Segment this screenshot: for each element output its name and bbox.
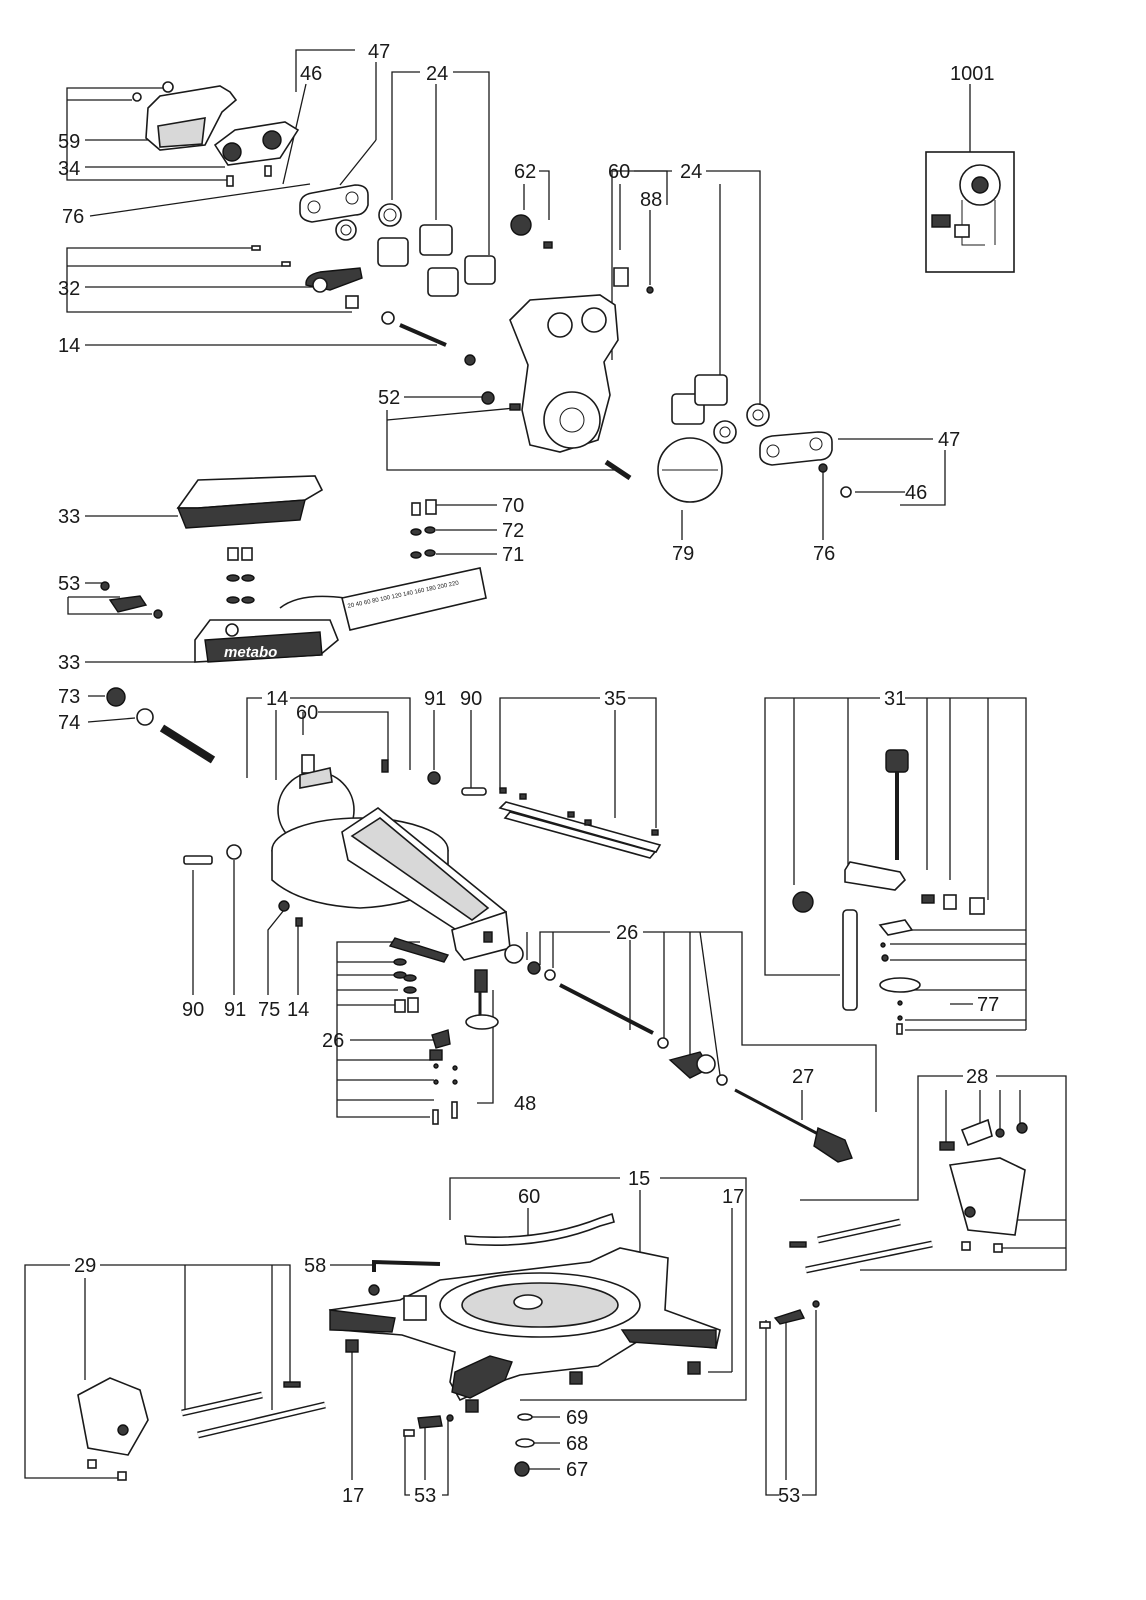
parts: metabo 20 40 60 80 100 120 140 160 180 2… (77, 81, 1028, 1481)
callout-34: 34 (58, 158, 80, 180)
small-bracket-part (613, 267, 654, 294)
callout-31: 31 (884, 688, 906, 710)
callout-75: 75 (258, 999, 280, 1021)
leader-lines (24, 49, 1067, 1496)
shaft-part (381, 311, 476, 366)
callout-90-bottom: 90 (182, 999, 204, 1021)
callout-28: 28 (966, 1066, 988, 1088)
callout-76-right: 76 (813, 543, 835, 565)
callout-52: 52 (378, 387, 400, 409)
callout-26-right: 26 (616, 922, 638, 944)
callout-46-top: 46 (300, 63, 322, 85)
link-plate-right-part (759, 431, 852, 498)
callout-47-top: 47 (368, 41, 390, 63)
stand-left-part (77, 1377, 326, 1481)
callout-62: 62 (514, 161, 536, 183)
callout-48: 48 (514, 1093, 536, 1115)
feet-part (345, 1339, 701, 1477)
callout-76-top: 76 (62, 206, 84, 228)
stop-foot-part (465, 969, 499, 1030)
callout-29: 29 (74, 1255, 96, 1277)
callout-26-left: 26 (322, 1030, 344, 1052)
callout-71: 71 (502, 544, 524, 566)
lever-part (251, 245, 363, 309)
callout-69: 69 (566, 1407, 588, 1429)
rod-assembly-part (504, 944, 728, 1086)
callout-24-top: 24 (426, 63, 448, 85)
fence-top-part (176, 475, 324, 529)
base-part (328, 1247, 721, 1402)
callout-58: 58 (304, 1255, 326, 1277)
clamp-bottom-part (403, 1300, 820, 1437)
callout-14-bottom: 14 (287, 999, 309, 1021)
handle-rod-part (734, 1088, 853, 1163)
lock-assembly-part (792, 749, 985, 1035)
callout-24-right: 24 (680, 161, 702, 183)
callout-67: 67 (566, 1459, 588, 1481)
fastener-set-part (388, 937, 458, 1125)
callout-labels: 47 46 24 59 34 76 32 14 62 60 88 24 52 4… (58, 41, 999, 1507)
hex-key-part (368, 1259, 441, 1296)
callout-53-right: 53 (778, 1485, 800, 1507)
screw-set-part (226, 499, 437, 604)
fence-bottom-part: metabo (194, 595, 346, 663)
disc-part (657, 437, 723, 503)
bushing-set-part (377, 203, 496, 297)
stand-right-part (939, 1118, 1028, 1253)
callout-88: 88 (640, 189, 662, 211)
callout-91-top: 91 (424, 688, 446, 710)
callout-68: 68 (566, 1433, 588, 1455)
callout-60-bottom: 60 (518, 1186, 540, 1208)
callout-47-right: 47 (938, 429, 960, 451)
callout-90-top: 90 (460, 688, 482, 710)
callout-14-middle: 14 (266, 688, 288, 710)
label-sticker-part (925, 151, 1015, 273)
motor-cover-part (132, 81, 238, 151)
callout-74: 74 (58, 712, 80, 734)
bracket-part (213, 121, 300, 187)
knob-washer-part (106, 687, 216, 764)
brand-logo-text: metabo (224, 644, 277, 661)
callout-79: 79 (672, 543, 694, 565)
angle-scale-part: 20 40 60 80 100 120 140 160 180 200 220 (341, 567, 487, 631)
callout-91-bottom: 91 (224, 999, 246, 1021)
callout-73: 73 (58, 686, 80, 708)
callout-70: 70 (502, 495, 524, 517)
callout-15: 15 (628, 1168, 650, 1190)
turntable-body-part (271, 754, 511, 961)
callout-53-left: 53 (58, 573, 80, 595)
arm-housing-part (481, 294, 632, 481)
callout-33-top: 33 (58, 506, 80, 528)
callout-60-middle: 60 (296, 702, 318, 724)
clamp-left-part (100, 581, 163, 619)
callout-17-right: 17 (722, 1186, 744, 1208)
callout-33-bottom: 33 (58, 652, 80, 674)
arc-scale-part (464, 1212, 615, 1246)
callout-46-right: 46 (905, 482, 927, 504)
callout-27: 27 (792, 1066, 814, 1088)
link-plate-part (299, 184, 369, 241)
callout-60-top: 60 (608, 161, 630, 183)
knob-part (510, 214, 553, 249)
callout-53-bottom: 53 (414, 1485, 436, 1507)
rail-bar-part (498, 787, 662, 859)
callout-17-bottom: 17 (342, 1485, 364, 1507)
callout-72: 72 (502, 520, 524, 542)
callout-35: 35 (604, 688, 626, 710)
callout-32: 32 (58, 278, 80, 300)
pins-left-part (183, 844, 303, 927)
callout-77: 77 (977, 994, 999, 1016)
callout-1001: 1001 (950, 63, 995, 85)
callout-59: 59 (58, 131, 80, 153)
callout-14-top: 14 (58, 335, 80, 357)
bushing-set-right-part (671, 374, 770, 444)
support-rods-right-part (789, 1218, 933, 1274)
